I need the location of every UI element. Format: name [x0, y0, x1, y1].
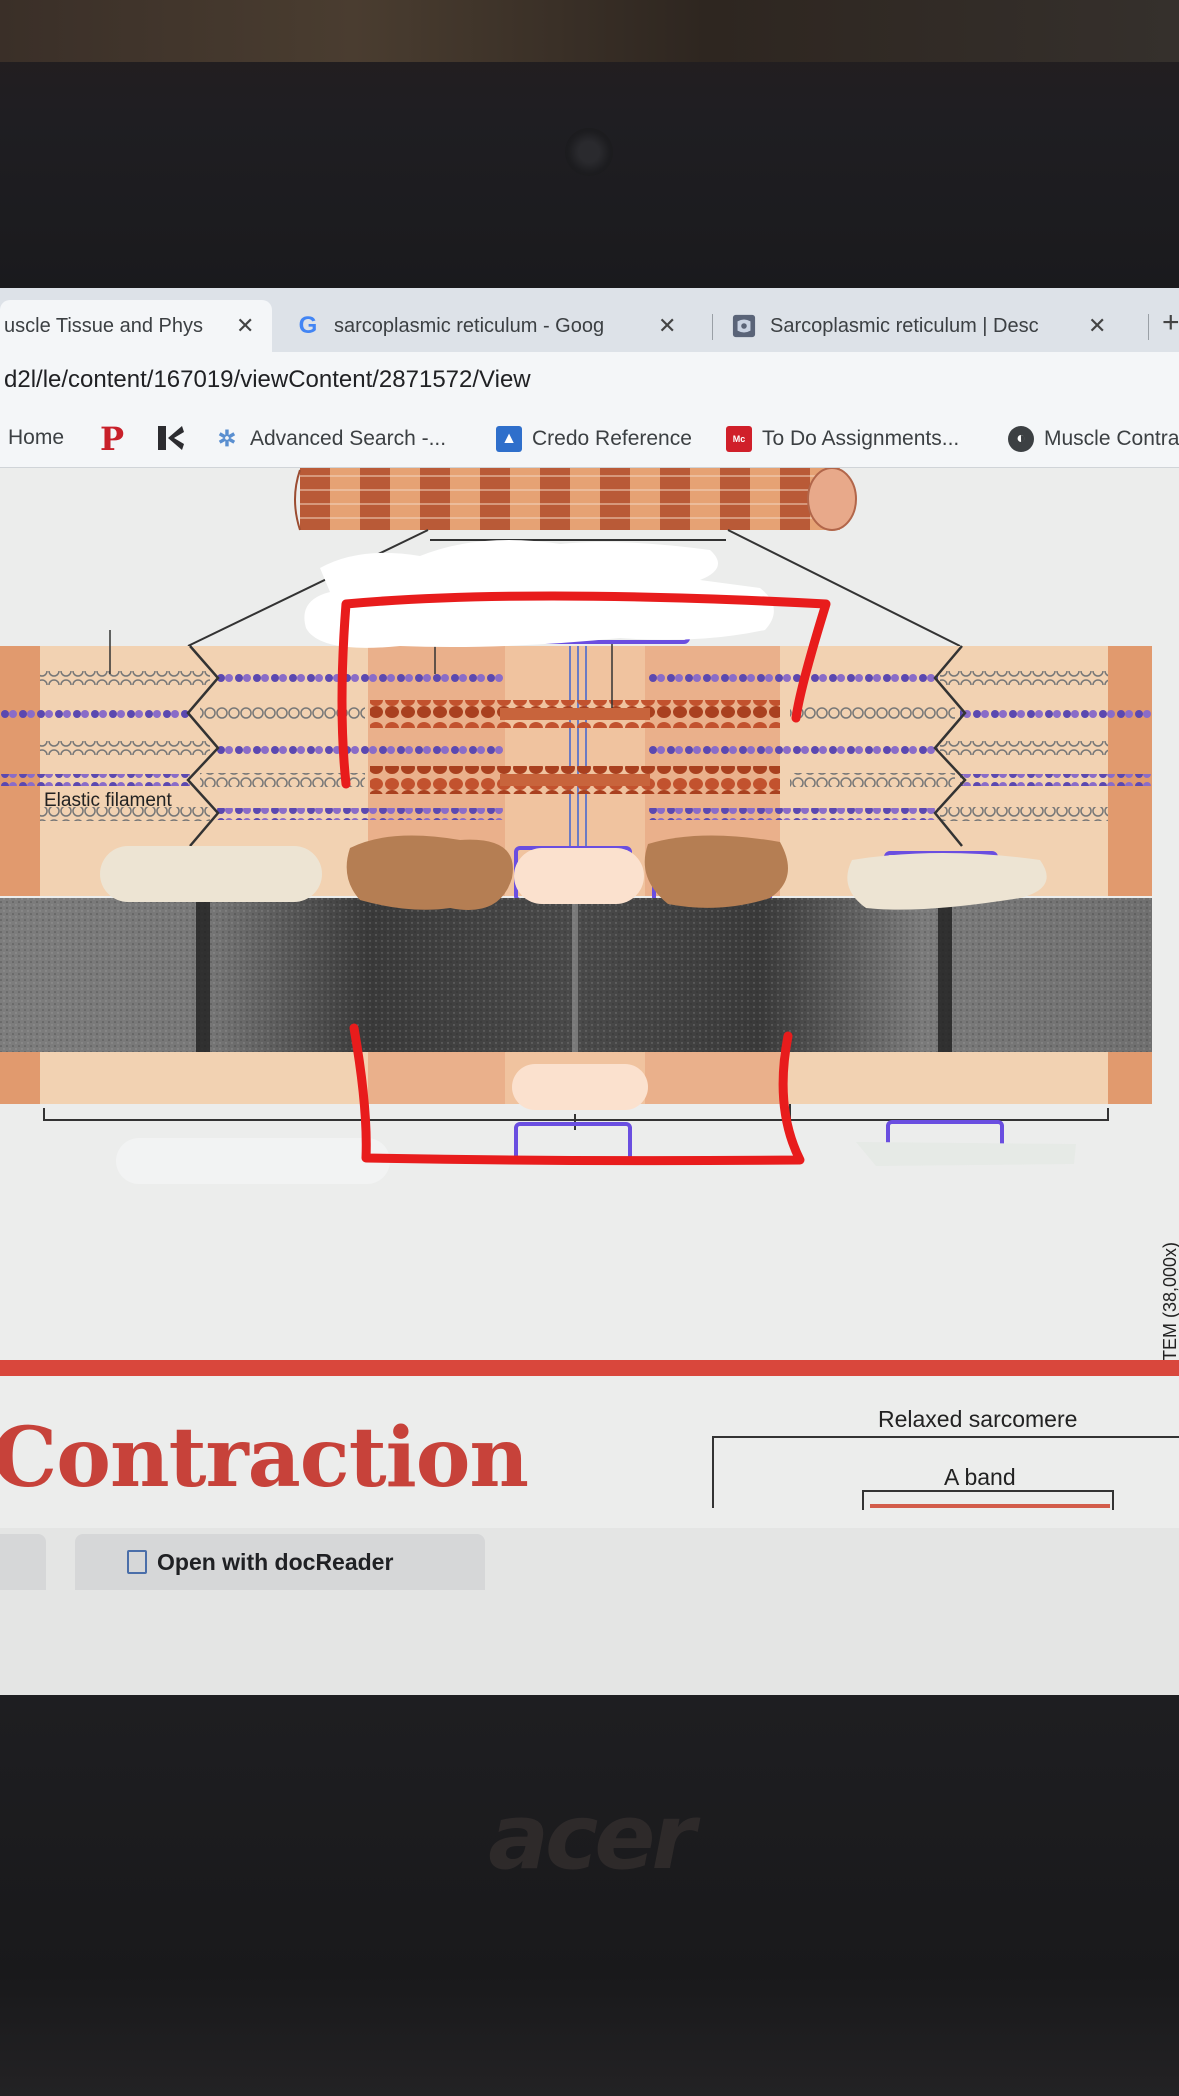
tab-title: sarcoplasmic reticulum - Goog — [334, 314, 605, 337]
docreader-icon — [127, 1550, 147, 1574]
annotation-bracket-bottom — [349, 1023, 805, 1166]
section-divider — [0, 1360, 1179, 1376]
a-band-label: A band — [944, 1464, 1016, 1490]
tab-divider — [712, 314, 713, 340]
webcam — [565, 128, 613, 176]
mcgraw-hill-icon: Mc — [726, 426, 752, 452]
relaxed-sarcomere-label: Relaxed sarcomere — [878, 1406, 1078, 1432]
britannica-icon — [732, 314, 756, 338]
tab-britannica[interactable]: Sarcoplasmic reticulum | Desc ✕ — [732, 300, 1132, 352]
bookmarks-bar: Home P ✲ Advanced Search -... ▲ Credo Re… — [0, 412, 1179, 468]
laptop-bezel-top — [0, 0, 1179, 290]
redaction-blob — [346, 835, 513, 910]
redaction-blob — [100, 846, 322, 902]
tab-google-search[interactable]: G sarcoplasmic reticulum - Goog ✕ — [296, 300, 696, 352]
tab-title: Sarcoplasmic reticulum | Desc — [770, 314, 1039, 337]
bookmark-home[interactable]: Home — [8, 426, 64, 450]
bookmark-to-do-assignments[interactable]: Mc To Do Assignments... — [726, 426, 959, 452]
bookmark-credo-reference[interactable]: ▲ Credo Reference — [496, 426, 692, 452]
redaction-blob — [512, 1064, 648, 1110]
close-icon[interactable]: ✕ — [1088, 313, 1107, 338]
p-logo-icon: P — [100, 420, 125, 458]
google-icon: G — [298, 312, 318, 339]
open-with-docreader-button[interactable]: Open with docReader — [75, 1534, 485, 1590]
z-disc-right — [1108, 646, 1152, 896]
bookmark-muscle-contraction[interactable]: ◐ Muscle Contra — [1008, 426, 1179, 452]
muscle-fiber — [300, 468, 840, 530]
a-band-bracket — [862, 1490, 1114, 1510]
credo-icon: ▲ — [496, 426, 522, 452]
laptop-brand-logo: acer — [488, 1785, 696, 1890]
elastic-filament-label: Elastic filament — [44, 790, 172, 811]
toolbar-tab-stub[interactable] — [0, 1534, 46, 1590]
page-heading: Contraction — [0, 1410, 529, 1506]
bookmark-label: Advanced Search -... — [250, 427, 447, 450]
docreader-label: Open with docReader — [157, 1548, 394, 1575]
a-band-bar — [870, 1504, 1110, 1508]
annotation-bracket-top — [337, 591, 831, 789]
redaction-blob — [847, 853, 1047, 910]
fiber-end — [807, 468, 857, 531]
bookmark-k-logo[interactable] — [156, 424, 186, 458]
tab-divider — [1148, 314, 1149, 340]
page-content: Elastic filament TEM (38,000x) Contracti… — [0, 468, 1179, 1695]
tab-strip: uscle Tissue and Phys ✕ G sarcoplasmic r… — [0, 288, 1179, 352]
z-disc-left — [0, 646, 40, 896]
bookmark-label: To Do Assignments... — [762, 427, 960, 450]
bookmark-advanced-search[interactable]: ✲ Advanced Search -... — [214, 426, 446, 452]
laptop-screen: uscle Tissue and Phys ✕ G sarcoplasmic r… — [0, 288, 1179, 1695]
bookmark-label: Credo Reference — [532, 427, 692, 450]
tab-title: uscle Tissue and Phys — [4, 314, 203, 337]
k-logo-icon — [156, 424, 186, 458]
bookmark-label: Muscle Contra — [1044, 427, 1179, 450]
globe-icon: ◐ — [1008, 426, 1034, 452]
redaction-blob — [116, 1138, 390, 1184]
new-tab-button[interactable]: + — [1162, 306, 1179, 339]
tab-muscle-tissue[interactable]: uscle Tissue and Phys ✕ — [0, 300, 272, 352]
close-icon[interactable]: ✕ — [658, 313, 677, 338]
bookmark-label: Home — [8, 426, 65, 449]
laptop-bezel-bottom — [0, 1695, 1179, 2096]
redaction-blob — [514, 848, 644, 904]
address-bar[interactable]: d2l/le/content/167019/viewContent/287157… — [0, 352, 1179, 412]
bookmark-p-logo[interactable]: P — [100, 420, 124, 458]
sparkle-icon: ✲ — [217, 426, 237, 451]
label-box — [514, 1122, 632, 1162]
redaction-blob — [644, 835, 788, 908]
background-room — [0, 0, 1179, 62]
tem-caption: TEM (38,000x) — [1160, 1242, 1179, 1362]
url-text[interactable]: d2l/le/content/167019/viewContent/287157… — [4, 366, 531, 393]
close-icon[interactable]: ✕ — [236, 313, 255, 338]
redaction-blob — [856, 1142, 1076, 1166]
relaxed-sarcomere-outline — [712, 1436, 1179, 1508]
sarcomere-diagram — [0, 468, 1152, 1184]
